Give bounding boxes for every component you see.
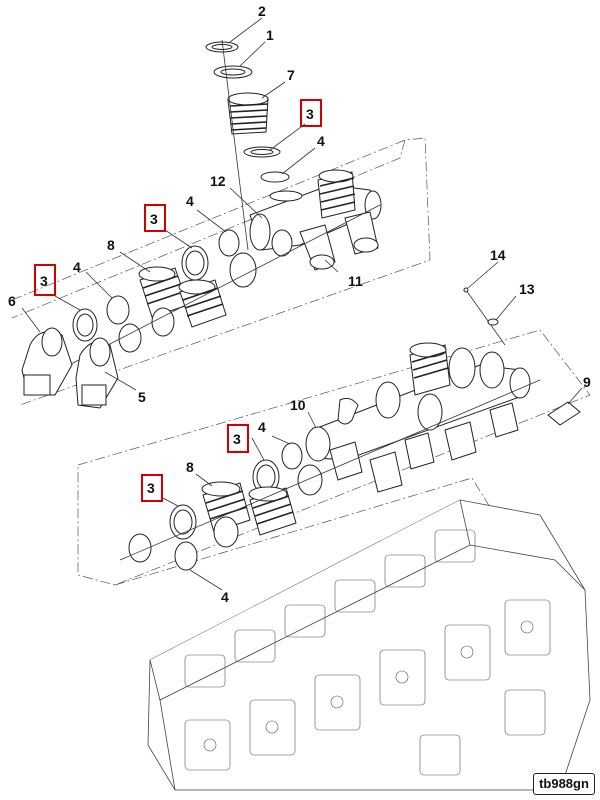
part-8-bellows-upper-b bbox=[178, 279, 227, 328]
callout-1: 1 bbox=[266, 27, 274, 43]
callout-11: 11 bbox=[348, 273, 363, 289]
part-8-bellows-upper-a bbox=[138, 266, 189, 318]
callout-10: 10 bbox=[290, 397, 306, 413]
part-4-ring-lower-b bbox=[297, 464, 323, 496]
callout-3-highlighted: 3 bbox=[306, 106, 314, 122]
callout-4: 4 bbox=[186, 193, 194, 209]
part-4-ring-upper-c bbox=[151, 307, 175, 337]
part-13-nut bbox=[487, 318, 499, 326]
callout-2: 2 bbox=[258, 3, 266, 19]
part-4-ring-lower-a bbox=[281, 442, 303, 470]
leader-lines bbox=[21, 17, 583, 591]
part-8-bellows-lower-b bbox=[248, 486, 297, 536]
callout-14: 14 bbox=[490, 247, 506, 263]
part-3-clamp-upper bbox=[181, 245, 209, 281]
callout-3-highlighted: 3 bbox=[147, 480, 155, 496]
callout-4: 4 bbox=[258, 419, 266, 435]
part-lower-outlets bbox=[329, 402, 519, 493]
part-3-clamp-lower-b bbox=[169, 504, 197, 540]
drawing-code-label: tb988gn bbox=[533, 773, 595, 795]
callout-12: 12 bbox=[210, 173, 226, 189]
part-3-clamp-lower-a bbox=[252, 459, 280, 495]
callout-4: 4 bbox=[317, 133, 325, 149]
callout-4: 4 bbox=[221, 589, 229, 605]
callout-labels: 2 1 7 3 4 12 3 4 8 11 3 4 6 5 14 13 9 10… bbox=[8, 3, 591, 605]
part-5-end-cap bbox=[75, 337, 119, 409]
part-upper-flange bbox=[243, 146, 281, 158]
callout-7: 7 bbox=[287, 67, 295, 83]
callout-8: 8 bbox=[107, 237, 115, 253]
part-4-ring-upper-b bbox=[229, 252, 257, 288]
callout-13: 13 bbox=[519, 281, 535, 297]
callout-9: 9 bbox=[583, 374, 591, 390]
callout-3-highlighted: 3 bbox=[40, 273, 48, 289]
part-14-stud bbox=[463, 287, 506, 346]
part-11-elbow-outlets bbox=[299, 211, 379, 271]
callout-6: 6 bbox=[8, 293, 16, 309]
engine-block bbox=[147, 499, 591, 791]
callout-5: 5 bbox=[138, 389, 146, 405]
part-4-ring-lower-c bbox=[213, 516, 239, 548]
callout-3-highlighted: 3 bbox=[233, 431, 241, 447]
part-2-gasket bbox=[205, 41, 239, 53]
part-4-ring-upper-d bbox=[106, 295, 130, 325]
part-1-flange bbox=[213, 65, 253, 79]
part-4-ring-lower-e bbox=[174, 541, 198, 571]
part-7-bellows bbox=[227, 92, 269, 135]
callout-4: 4 bbox=[73, 259, 81, 275]
part-10-lower-manifold bbox=[305, 342, 531, 462]
part-9-gasket-plate bbox=[547, 401, 581, 426]
callout-3-highlighted: 3 bbox=[150, 211, 158, 227]
part-4-ring-upper-a bbox=[218, 229, 240, 257]
part-3-clamp-upper-left bbox=[72, 308, 98, 342]
callout-8: 8 bbox=[186, 459, 194, 475]
part-4-ring-lower-d bbox=[128, 533, 152, 563]
part-4-ring-manifold bbox=[271, 229, 293, 257]
part-6-end-cap bbox=[21, 327, 73, 396]
upper-assembly-boundary bbox=[11, 137, 431, 406]
callout-highlight-boxes bbox=[34, 99, 322, 502]
part-4-ring-top bbox=[260, 171, 290, 183]
